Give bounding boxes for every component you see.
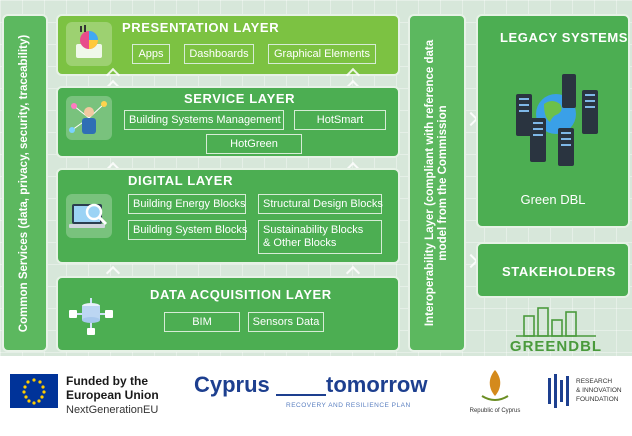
server-globe-icon bbox=[516, 74, 598, 166]
sustainability-blocks-line1: Sustainability Blocks bbox=[263, 224, 364, 236]
bim-box: BIM bbox=[164, 312, 240, 332]
service-layer: SERVICE LAYER Building Systems Managemen… bbox=[56, 86, 400, 158]
sustainability-blocks-box: Sustainability Blocks & Other Blocks bbox=[258, 220, 382, 254]
laptop-magnifier-icon bbox=[66, 194, 112, 238]
presentation-icon bbox=[66, 22, 112, 66]
recovery-plan-subtitle: RECOVERY AND RESILIENCE PLAN bbox=[286, 402, 411, 409]
stakeholders-panel: STAKEHOLDERS bbox=[476, 242, 630, 298]
digital-layer-title: DIGITAL LAYER bbox=[128, 173, 234, 188]
republic-of-cyprus-label: Republic of Cyprus bbox=[469, 408, 521, 414]
eu-funded-line1: Funded by the bbox=[66, 374, 148, 388]
cyprus-tomorrow-logo: Cyprus tomorrow RECOVERY AND RESILIENCE … bbox=[190, 372, 430, 422]
hotsmart-box: HotSmart bbox=[294, 110, 386, 130]
interoperability-line1: Interoperability Layer (compliant with r… bbox=[424, 39, 436, 327]
funding-footer: Funded by the European Union NextGenerat… bbox=[0, 356, 632, 436]
interoperability-line2: model from the Commission bbox=[437, 105, 449, 261]
structural-design-blocks-box: Structural Design Blocks bbox=[258, 194, 383, 214]
data-acquisition-layer: DATA ACQUISITION LAYER BIM Sensors Data bbox=[56, 276, 400, 352]
rif-line3: FOUNDATION bbox=[576, 396, 619, 403]
legacy-systems-panel: LEGACY SYSTEMS Green DBL bbox=[476, 14, 630, 228]
greendbl-logo-text: GREENDBL bbox=[509, 338, 603, 355]
research-innovation-foundation-logo: RESEARCH & INNOVATION FOUNDATION bbox=[546, 374, 630, 418]
presentation-layer-title: PRESENTATION LAYER bbox=[122, 20, 280, 35]
data-acquisition-layer-title: DATA ACQUISITION LAYER bbox=[150, 287, 332, 302]
city-skyline-icon bbox=[516, 307, 596, 337]
legacy-systems-title: LEGACY SYSTEMS bbox=[500, 30, 629, 45]
digital-layer: DIGITAL LAYER Building Energy Blocks Str… bbox=[56, 168, 400, 264]
interoperability-label: Interoperability Layer (compliant with r… bbox=[424, 40, 450, 326]
building-systems-management-box: Building Systems Management bbox=[124, 110, 284, 130]
interoperability-bar: Interoperability Layer (compliant with r… bbox=[408, 14, 466, 352]
common-services-label: Common Services (data, privacy, security… bbox=[18, 34, 31, 332]
greendbl-logo: GREENDBL bbox=[498, 306, 614, 355]
building-system-blocks-box: Building System Blocks bbox=[128, 220, 247, 240]
republic-of-cyprus-emblem: Republic of Cyprus bbox=[470, 366, 520, 426]
cyprus-tomorrow-left: Cyprus bbox=[194, 372, 270, 397]
presentation-layer: PRESENTATION LAYER Apps Dashboards Graph… bbox=[56, 14, 400, 76]
rif-line2: & INNOVATION bbox=[576, 387, 622, 394]
cyprus-tomorrow-right: tomorrow bbox=[326, 372, 428, 397]
database-network-icon bbox=[68, 292, 114, 336]
cyprus-tomorrow-underline bbox=[276, 394, 326, 396]
sustainability-blocks-line2: & Other Blocks bbox=[263, 237, 337, 249]
green-dbl-label: Green DBL bbox=[520, 192, 586, 207]
common-services-bar: Common Services (data, privacy, security… bbox=[2, 14, 48, 352]
apps-box: Apps bbox=[132, 44, 170, 64]
eu-funded-line3: NextGenerationEU bbox=[66, 404, 159, 416]
network-person-icon bbox=[66, 96, 112, 140]
hotgreen-box: HotGreen bbox=[206, 134, 302, 154]
eu-funded-line2: European Union bbox=[66, 388, 159, 402]
sensors-data-box: Sensors Data bbox=[248, 312, 324, 332]
service-layer-title: SERVICE LAYER bbox=[184, 91, 296, 106]
dashboards-box: Dashboards bbox=[184, 44, 254, 64]
building-energy-blocks-box: Building Energy Blocks bbox=[128, 194, 246, 214]
stakeholders-title: STAKEHOLDERS bbox=[502, 264, 616, 279]
rif-line1: RESEARCH bbox=[576, 378, 613, 385]
graphical-elements-box: Graphical Elements bbox=[268, 44, 376, 64]
eu-flag-icon bbox=[10, 374, 58, 408]
